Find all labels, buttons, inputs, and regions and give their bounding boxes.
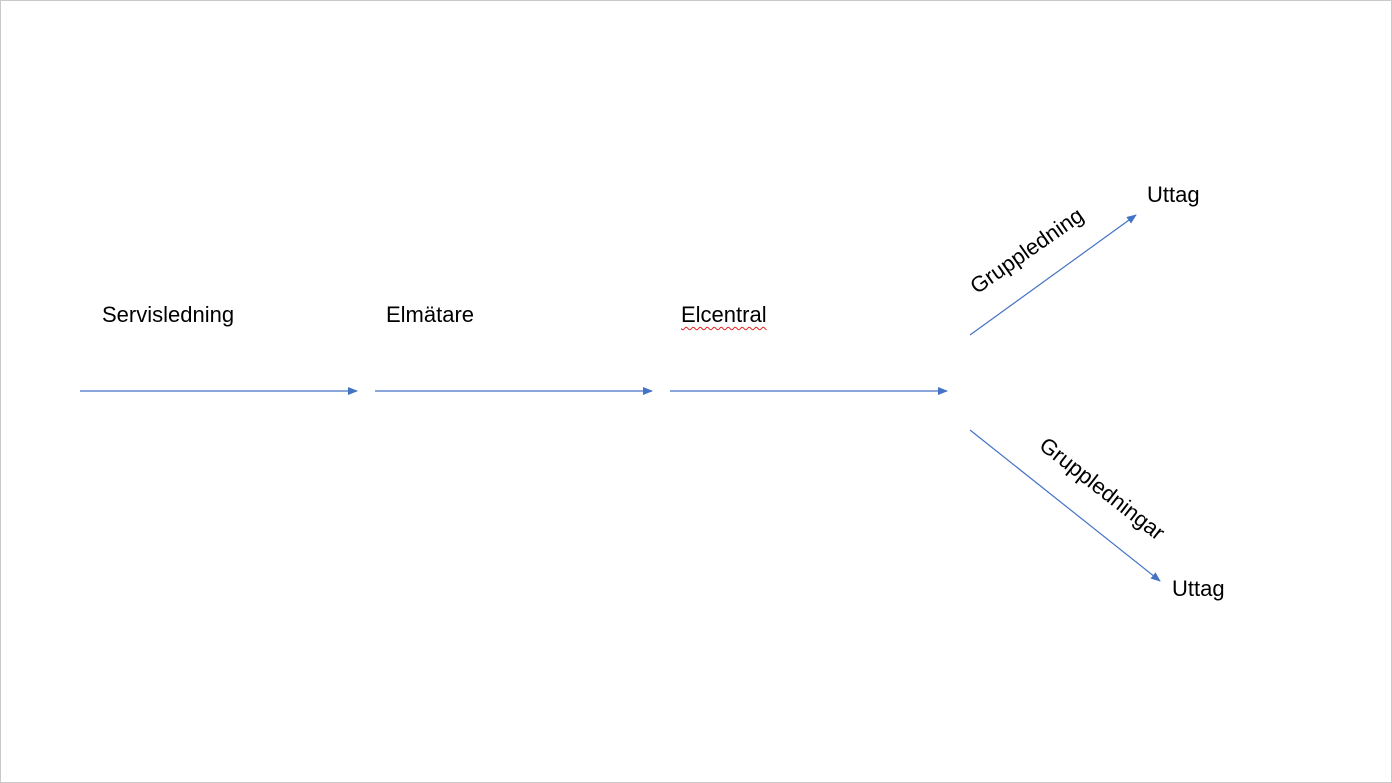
label-uttag-bottom: Uttag: [1172, 576, 1225, 601]
label-servisledning: Servisledning: [102, 302, 235, 327]
label-uttag-top: Uttag: [1147, 182, 1200, 207]
label-elmatare: Elmätare: [386, 302, 475, 327]
arrow-gruppledning: [969, 214, 1137, 336]
label-elcentral: Elcentral: [681, 302, 767, 327]
arrow-gruppledningar: [969, 429, 1161, 582]
